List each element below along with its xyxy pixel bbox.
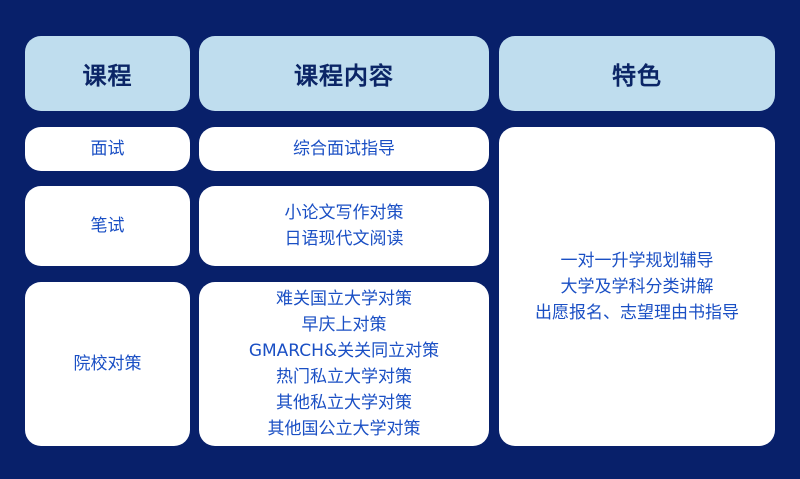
content-cell-written: 小论文写作对策 日语现代文阅读 [199, 186, 489, 266]
course-label: 面试 [90, 139, 125, 159]
header-features-label: 特色 [612, 62, 662, 90]
content-item: 其他国公立大学对策 [267, 419, 421, 439]
header-content: 课程内容 [199, 36, 489, 111]
course-cell-university: 院校对策 [25, 282, 190, 446]
header-content-label: 课程内容 [294, 62, 394, 90]
content-cell-interview: 综合面试指导 [199, 127, 489, 171]
course-label: 笔试 [90, 216, 125, 236]
content-item: 综合面试指导 [293, 139, 395, 159]
course-label: 院校对策 [73, 354, 142, 374]
content-item: 难关国立大学对策 [276, 289, 412, 309]
content-cell-university: 难关国立大学对策 早庆上对策 GMARCH&关关同立对策 热门私立大学对策 其他… [199, 282, 489, 446]
course-cell-interview: 面试 [25, 127, 190, 171]
content-item: 日语现代文阅读 [284, 229, 404, 249]
course-cell-written: 笔试 [25, 186, 190, 266]
feature-item: 大学及学科分类讲解 [560, 276, 714, 297]
content-item: 小论文写作对策 [284, 203, 404, 223]
content-item: 其他私立大学对策 [276, 393, 412, 413]
feature-item: 一对一升学规划辅导 [560, 250, 714, 271]
feature-item: 出愿报名、志望理由书指导 [535, 302, 739, 323]
content-item: GMARCH&关关同立对策 [248, 341, 440, 361]
header-course-label: 课程 [82, 62, 133, 90]
header-features: 特色 [499, 36, 775, 111]
content-item: 早庆上对策 [301, 315, 387, 335]
content-item: 热门私立大学对策 [276, 367, 412, 387]
features-cell: 一对一升学规划辅导 大学及学科分类讲解 出愿报名、志望理由书指导 [499, 127, 775, 446]
header-course: 课程 [25, 36, 190, 111]
